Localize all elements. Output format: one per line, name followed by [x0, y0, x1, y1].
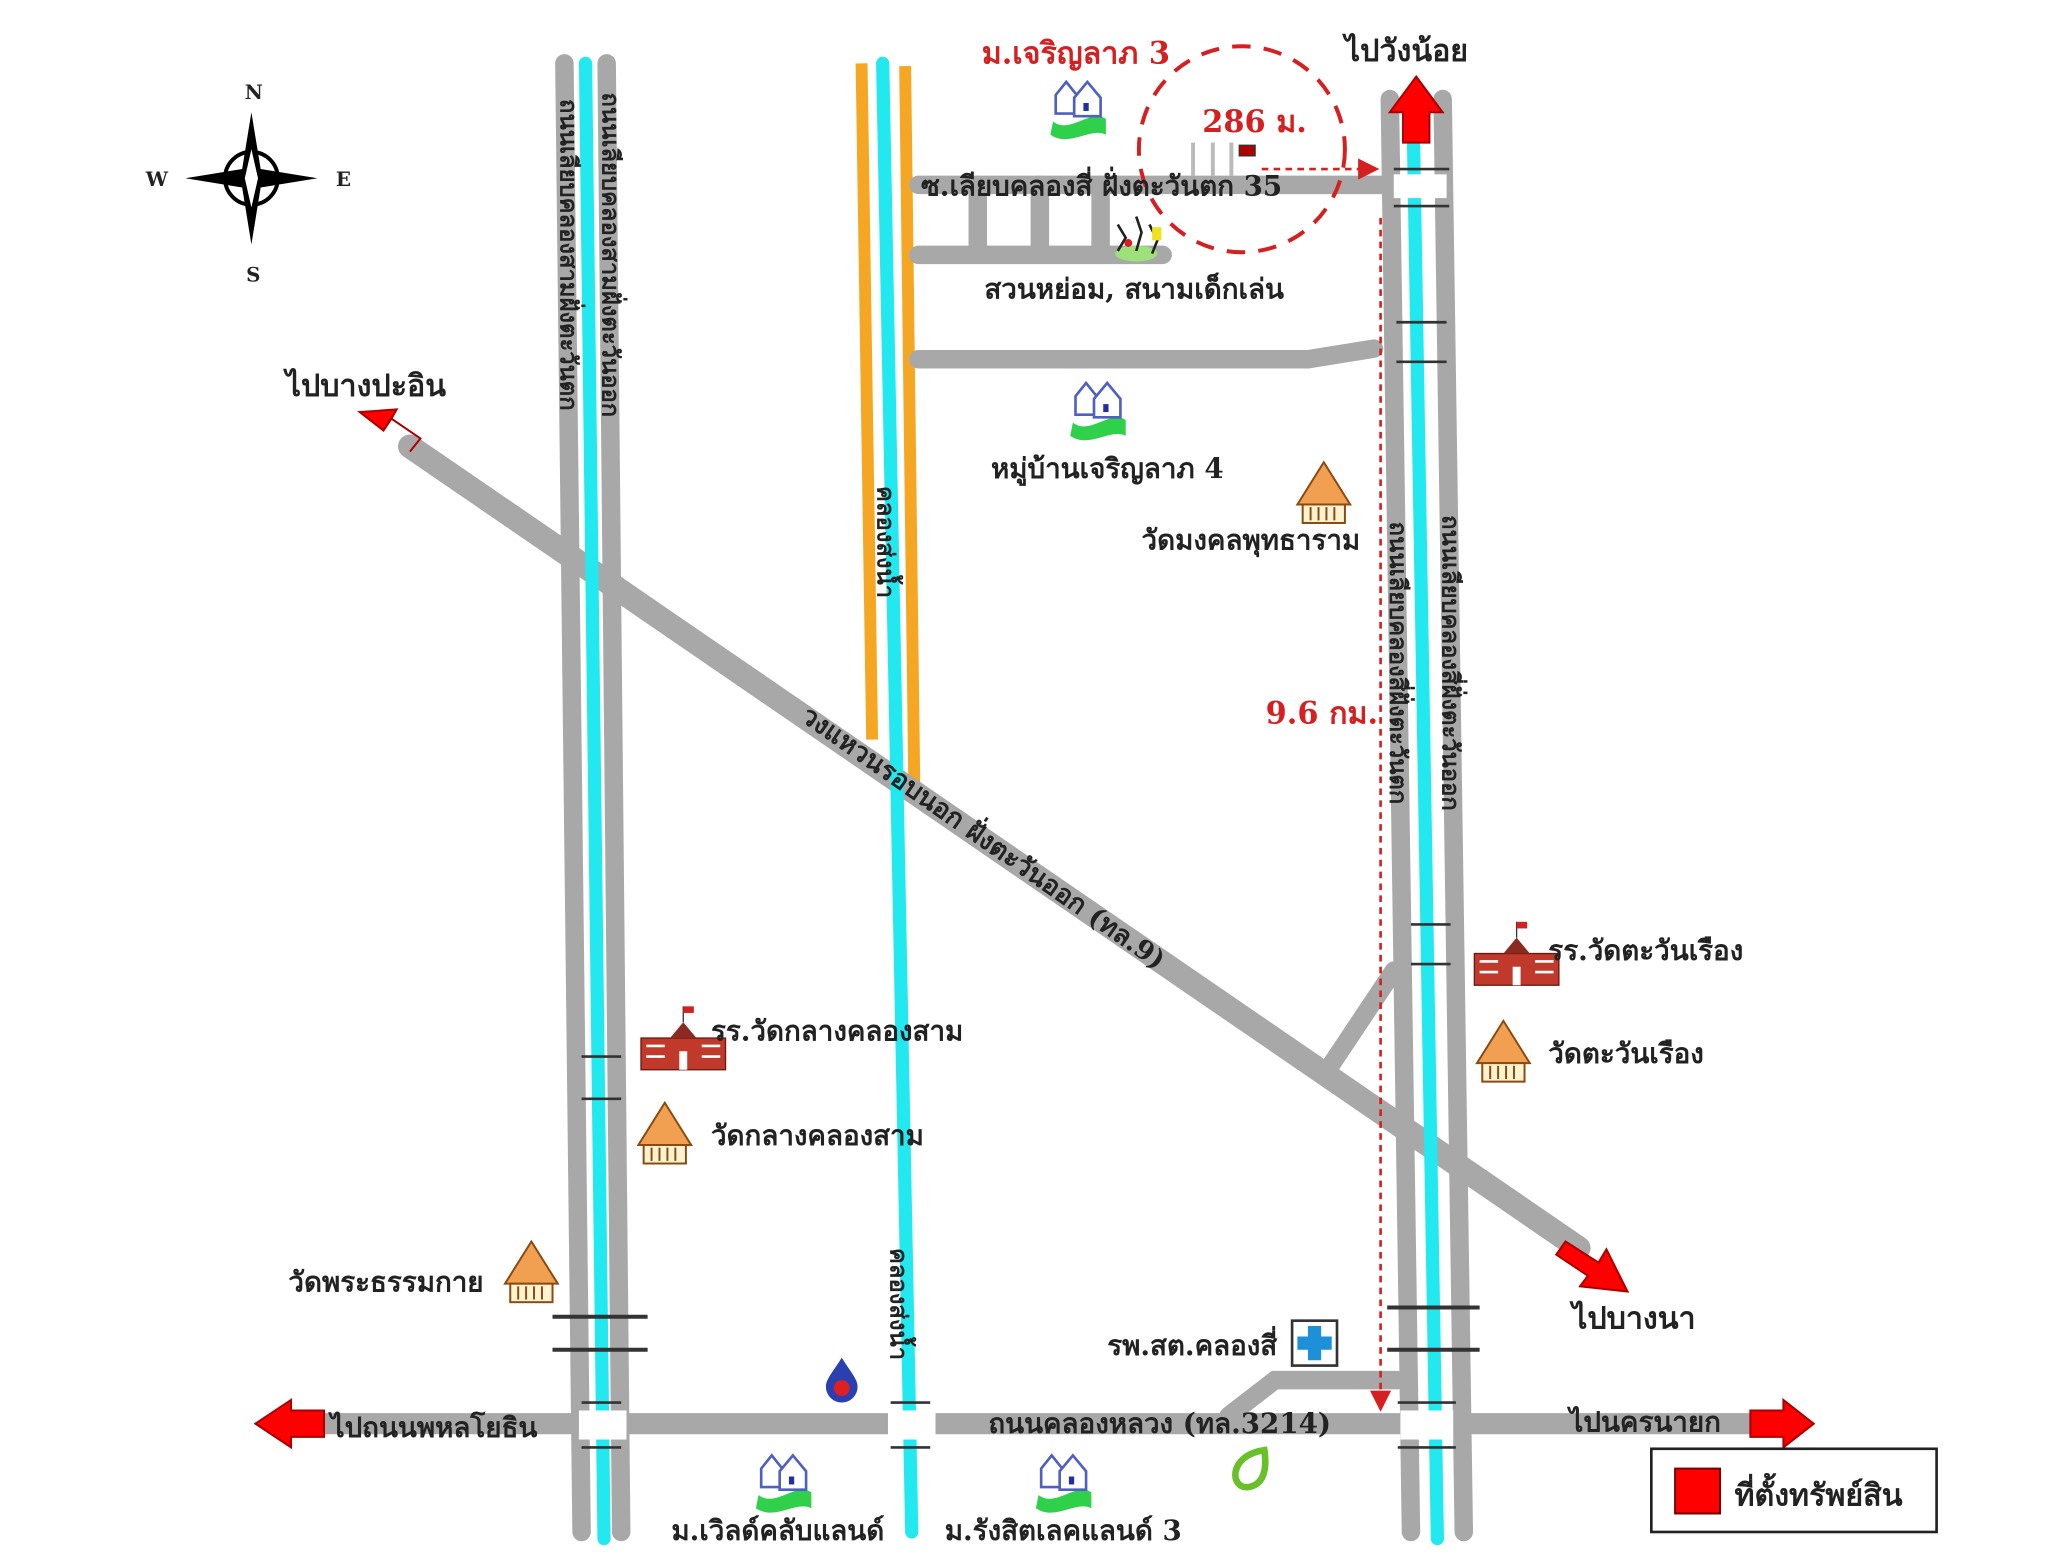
label-wat-tawan-rueang: วัดตะวันเรือง [1548, 1037, 1704, 1070]
label-wat-klang-khlong-sam: วัดกลางคลองสาม [711, 1119, 924, 1152]
label-to-bang-pa-in: ไปบางปะอิน [283, 368, 446, 404]
ptt-station-icon [825, 1357, 858, 1403]
school-icon [1473, 920, 1561, 987]
label-school-tawan-rueang: รร.วัดตะวันเรือง [1548, 934, 1743, 967]
label-irrigation-canal-south: คลองส่งน้ำ [885, 1248, 917, 1360]
bangchak-station-icon [1232, 1446, 1269, 1491]
roads [313, 54, 1761, 1542]
arrow-east-icon [1749, 1397, 1816, 1450]
label-wat-mongkol: วัดมงคลพุทธาราม [1142, 523, 1361, 557]
label-ring-road: วงแหวนรอบนอก ฝั่งตะวันออก (ทล.9) [795, 697, 1173, 976]
arrow-north-icon [1387, 74, 1445, 144]
label-radius-distance: 286 ม. [1202, 104, 1307, 140]
compass-west: W [145, 167, 169, 191]
label-wat-phra-dhammakaya: วัดพระธรรมกาย [288, 1266, 483, 1299]
village-icon [1034, 1454, 1093, 1514]
label-irrigation-canal-north: คลองส่งน้ำ [871, 486, 903, 598]
label-to-wang-noi: ไปวังน้อย [1342, 33, 1468, 69]
compass-south: S [246, 262, 260, 286]
label-khlong-luang-road: ถนนคลองหลวง (ทล.3214) [988, 1407, 1331, 1440]
arrow-west-icon [253, 1398, 326, 1450]
direction-arrows [253, 74, 1816, 1450]
temple-icon [503, 1240, 559, 1304]
village-icon [1049, 80, 1108, 141]
compass-east: E [336, 167, 351, 191]
label-rangsit-lake-land: ม.รังสิตเลคแลนด์ 3 [945, 1514, 1182, 1547]
village-icon [754, 1454, 813, 1514]
label-world-club-land: ม.เวิลด์คลับแลนด์ [671, 1514, 884, 1547]
label-park: สวนหย่อม, สนามเด็กเล่น [984, 271, 1284, 305]
health-center-icon [1290, 1319, 1339, 1367]
label-health-center: รพ.สต.คลองสี่ [1107, 1325, 1277, 1362]
compass-rose-icon: N S E W [145, 80, 351, 286]
label-distance-km: 9.6 กม. [1266, 696, 1378, 732]
temple-icon [1476, 1019, 1531, 1083]
bridges [552, 167, 1480, 1449]
label-soi-35: ซ.เลียบคลองสี่ ฝั่งตะวันตก 35 [921, 165, 1282, 202]
label-village-4: หมู่บ้านเจริญลาภ 4 [991, 452, 1224, 486]
compass-north: N [245, 80, 263, 104]
legend: ที่ตั้งทรัพย์สิน [1650, 1447, 1938, 1534]
village-icon [1068, 381, 1128, 442]
arrow-southeast-icon [1554, 1240, 1630, 1293]
label-khlong-sam-east-road: ถนนเลียบคลองสามฝั่งตะวันออก [597, 92, 628, 417]
legend-marker-icon [1674, 1467, 1721, 1515]
property-marker [1238, 144, 1256, 157]
label-village-3: ม.เจริญลาภ 3 [982, 35, 1170, 71]
radius-circle [1136, 44, 1347, 255]
label-to-phahonyothin: ไปถนนพหลโยธิน [328, 1410, 538, 1444]
label-khlong-sam-west-road: ถนนเลียบคลองสามฝั่งตะวันตก [554, 99, 585, 411]
label-khlong-si-east-road: ถนนเลียบคลองสี่ฝั่งตะวันออก [1437, 515, 1468, 811]
legend-property-location: ที่ตั้งทรัพย์สิน [1735, 1473, 1903, 1514]
label-to-nakhon-nayok: ไปนครนายก [1566, 1406, 1720, 1439]
temple-icon [1296, 461, 1352, 524]
arrow-northwest-icon [357, 408, 422, 453]
short-streets [1191, 142, 1234, 176]
label-school-klang-khlong-sam: รร.วัดกลางคลองสาม [711, 1015, 963, 1048]
temple-icon [637, 1101, 693, 1165]
label-khlong-si-west-road: ถนนเลียบคลองสี่ฝั่งตะวันตก [1384, 522, 1415, 805]
playground-icon [1115, 216, 1162, 262]
label-to-bang-na: ไปบางนา [1569, 1301, 1695, 1337]
